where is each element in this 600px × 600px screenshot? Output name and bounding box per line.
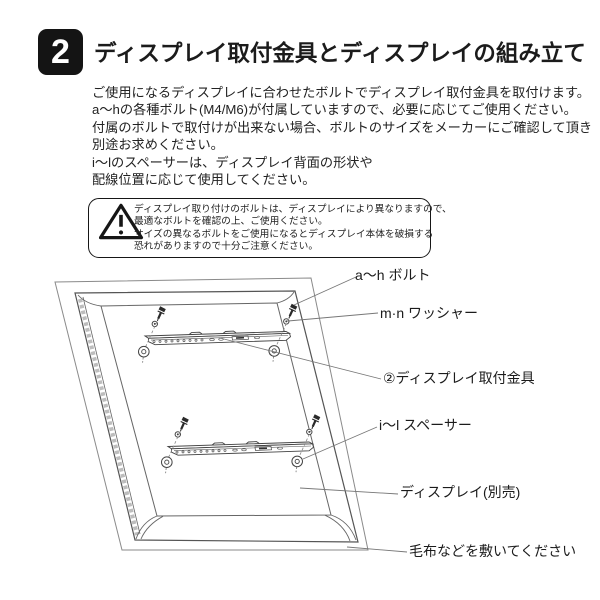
label-washer: m·n ワッシャー <box>380 305 478 321</box>
intro-line: 別途お求めください。 <box>92 137 224 153</box>
intro-line: ご使用になるディスプレイに合わせたボルトでディスプレイ取付金具を取付けます。 <box>92 85 590 100</box>
intro-line: i〜lのスペーサーは、ディスプレイ背面の形状や <box>92 154 373 170</box>
label-bolt: a〜h ボルト <box>355 267 431 283</box>
warning-text: ディスプレイ取り付けのボルトは、ディスプレイにより異なりますので、 最適なボルト… <box>134 203 452 254</box>
blanket-outline <box>54 277 369 551</box>
label-blanket: 毛布などを敷いてください <box>409 543 577 559</box>
intro-line: a〜hの各種ボルト(M4/M6)が付属していますので、必要に応じてご使用ください… <box>92 102 577 118</box>
step-number-badge: 2 <box>38 29 83 75</box>
intro-text: ご使用になるディスプレイに合わせたボルトでディスプレイ取付金具を取付けます。 a… <box>92 84 594 188</box>
warning-line: 最適なボルトを確認の上、ご使用ください。 <box>134 216 328 228</box>
warning-line: ディスプレイ取り付けのボルトは、ディスプレイにより異なりますので、 <box>134 203 452 215</box>
section-title: ディスプレイ取付金具とディスプレイの組み立て <box>94 41 586 66</box>
label-display-bracket: ②ディスプレイ取付金具 <box>383 370 535 386</box>
leader-lines <box>219 276 408 553</box>
label-display: ディスプレイ(別売) <box>400 484 521 500</box>
assembly-diagram <box>0 258 600 600</box>
intro-line: 配線位置に応じて使用してください。 <box>92 172 316 188</box>
warning-line: 恐れがありますので十分ご注意ください。 <box>134 241 319 253</box>
intro-line: 付属のボルトで取付けが出来ない場合、ボルトのサイズをメーカーにご確認して頂き <box>92 119 593 135</box>
warning-line: サイズの異なるボルトをご使用になるとディスプレイ本体を破損する <box>134 228 434 240</box>
warning-triangle-icon <box>98 203 144 240</box>
diagram-drawing <box>54 276 408 553</box>
label-spacer: i〜l スペーサー <box>379 417 472 433</box>
warning-box: ディスプレイ取り付けのボルトは、ディスプレイにより異なりますので、 最適なボルト… <box>88 198 452 258</box>
step-number: 2 <box>51 33 70 71</box>
